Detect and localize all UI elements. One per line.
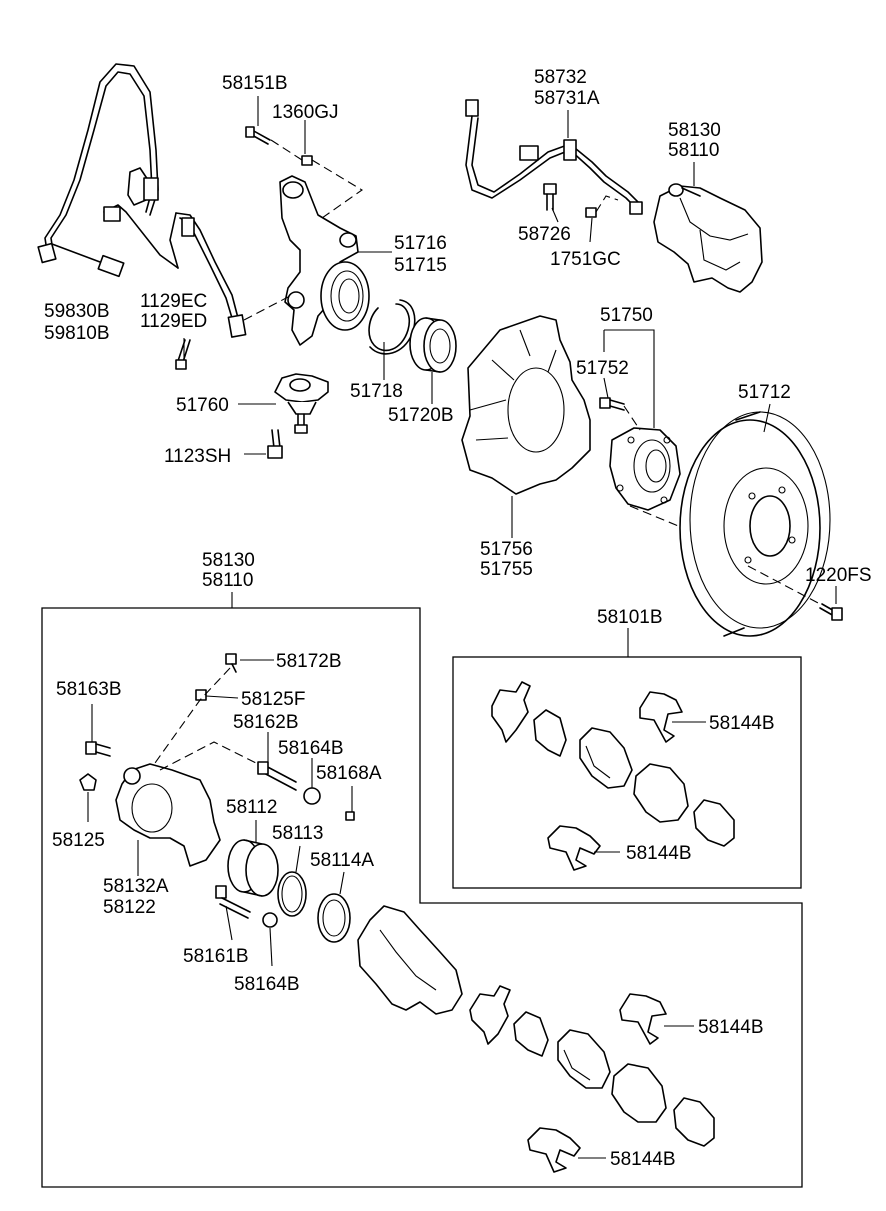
leader-lines: [87, 96, 837, 1159]
label-58132a: 58132A: [103, 876, 169, 897]
label-58161b: 58161B: [183, 946, 249, 967]
dust-shield: [461, 315, 591, 495]
label-58144b-2: 58144B: [626, 843, 692, 864]
hub-bolt: [599, 397, 625, 411]
label-58110-top: 58110: [668, 140, 719, 161]
brake-hose: [465, 99, 643, 215]
label-58113: 58113: [272, 823, 323, 844]
label-58731a: 58731A: [534, 88, 600, 109]
label-51756: 51756: [480, 539, 533, 560]
label-51715: 51715: [394, 255, 447, 276]
label-58172b: 58172B: [276, 651, 342, 672]
wheel-hub: [609, 427, 681, 511]
label-59830b: 59830B: [44, 301, 110, 322]
bolt-1129ec: [175, 339, 191, 370]
label-58144b-4: 58144B: [610, 1149, 676, 1170]
label-58125f: 58125F: [241, 689, 305, 710]
label-58125: 58125: [52, 830, 105, 851]
bolt-58151b: [245, 126, 271, 145]
label-51755: 51755: [480, 559, 533, 580]
label-58122: 58122: [103, 897, 156, 918]
ball-joint: [274, 373, 329, 434]
label-58112: 58112: [226, 797, 277, 818]
nut-1751gc: [585, 207, 597, 218]
wheel-bearing: [409, 317, 457, 373]
label-1129ec: 1129EC: [140, 291, 207, 312]
label-58162b: 58162B: [233, 712, 299, 733]
label-1123sh: 1123SH: [164, 446, 231, 467]
label-58164b-b: 58164B: [234, 974, 300, 995]
label-51716: 51716: [394, 233, 447, 254]
label-58144b-3: 58144B: [698, 1017, 764, 1038]
caliper-box-parts: [79, 653, 715, 1173]
label-51720b: 51720B: [388, 405, 454, 426]
pad-kit-box: [452, 656, 802, 889]
snap-ring: [368, 303, 411, 352]
label-58130-top: 58130: [668, 120, 721, 141]
label-58144b-1: 58144B: [709, 713, 775, 734]
label-1751gc: 1751GC: [550, 249, 621, 270]
label-58101b: 58101B: [597, 607, 663, 628]
disc-screw: [819, 603, 843, 621]
label-58130-box: 58130: [202, 550, 255, 571]
brake-disc: [679, 411, 831, 637]
bolt-58726: [543, 183, 557, 211]
label-58114a: 58114A: [310, 850, 374, 871]
label-58163b: 58163B: [56, 679, 122, 700]
pad-kit-parts: [491, 681, 735, 871]
label-1360gj: 1360GJ: [272, 102, 339, 123]
label-51718: 51718: [350, 381, 403, 402]
bolt-1123sh: [267, 429, 283, 459]
label-58151b: 58151B: [222, 73, 288, 94]
label-51712: 51712: [738, 382, 791, 403]
label-1220fs: 1220FS: [805, 565, 872, 586]
nut-1360gj: [301, 155, 313, 166]
label-58164b-a: 58164B: [278, 738, 344, 759]
abs-sensor-wire: [37, 63, 247, 338]
label-51750: 51750: [600, 305, 653, 326]
label-58168a: 58168A: [316, 763, 382, 784]
label-58726: 58726: [518, 224, 571, 245]
label-59810b: 59810B: [44, 323, 110, 344]
caliper-assembly-box: [41, 607, 803, 1188]
label-1129ed: 1129ED: [140, 311, 207, 332]
steering-knuckle: [279, 175, 370, 346]
label-58732: 58732: [534, 67, 587, 88]
label-58110-box: 58110: [202, 570, 253, 591]
label-51760: 51760: [176, 395, 229, 416]
caliper-top: [653, 183, 763, 293]
label-51752: 51752: [576, 358, 629, 379]
